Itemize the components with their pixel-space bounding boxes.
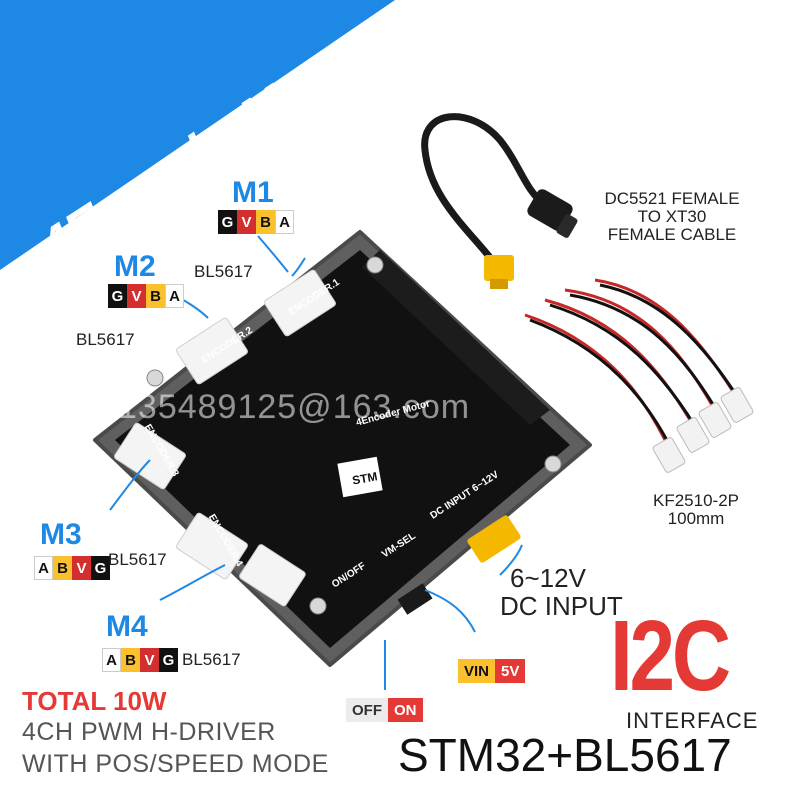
- wire-v: V: [140, 648, 159, 672]
- wire-v: V: [237, 210, 256, 234]
- stm32-chip: [337, 456, 383, 498]
- motor-m4-title: M4: [106, 610, 148, 643]
- mount-screws: [146, 256, 562, 615]
- power-switch-label: OFF ON: [346, 698, 423, 722]
- cable-caption-line3: FEMALE CABLE: [607, 225, 737, 244]
- on-option: ON: [388, 698, 423, 722]
- wire-a: A: [275, 210, 294, 234]
- connector-caption-line2: 100mm: [667, 509, 725, 528]
- wire-g: G: [218, 210, 237, 234]
- wire-b: B: [121, 648, 140, 672]
- connector-caption-line1: KF2510-2P: [653, 491, 739, 510]
- wire-a: A: [34, 556, 53, 580]
- vin-5v-switch-label: VIN 5V: [458, 659, 526, 683]
- dc-input-title: DC INPUT: [500, 591, 623, 621]
- summary-line-2: WITH POS/SPEED MODE: [22, 750, 329, 778]
- wire-g: G: [159, 648, 178, 672]
- connector-caption: KF2510-2P 100mm: [636, 492, 756, 528]
- motor-m2-chip: BL5617: [76, 330, 135, 349]
- encoder-connectors: [114, 269, 336, 607]
- motor-m3-title: M3: [40, 518, 82, 551]
- motor-m3-chip: BL5617: [108, 550, 167, 569]
- vin-switch: [397, 583, 433, 615]
- pin-header: [362, 250, 550, 425]
- wire-v: V: [127, 284, 146, 308]
- wire-b: B: [256, 210, 275, 234]
- 5v-option: 5V: [495, 659, 526, 683]
- wire-g: G: [108, 284, 127, 308]
- watermark: z135489125@163.com: [100, 388, 471, 426]
- xt30-socket: [467, 515, 521, 563]
- xt30-connector: [484, 255, 514, 289]
- dc-input-voltage: 6~12V: [510, 563, 586, 593]
- wire-b: B: [146, 284, 165, 308]
- motor-m4-chip: BL5617: [182, 650, 241, 669]
- motor-m1-chip: BL5617: [194, 262, 253, 281]
- interface-label: INTERFACE: [626, 708, 759, 733]
- cable-caption: DC5521 FEMALE TO XT30 FEMALE CABLE: [582, 190, 762, 244]
- motor-m2-title: M2: [114, 250, 156, 283]
- callout-arrows: [109, 235, 523, 690]
- wire-g: G: [91, 556, 110, 580]
- i2c-badge: I2C: [610, 600, 731, 712]
- chip-combo: STM32+BL5617: [398, 729, 732, 781]
- wire-a: A: [102, 648, 121, 672]
- wire-v: V: [72, 556, 91, 580]
- wire-b: B: [53, 556, 72, 580]
- dc-cable-wire: [421, 113, 548, 273]
- dc5521-connector: [527, 189, 578, 238]
- motor-m1-title: M1: [232, 176, 274, 209]
- total-power: TOTAL 10W: [22, 686, 167, 716]
- vin-option: VIN: [458, 659, 496, 683]
- cable-caption-line2: TO XT30: [637, 207, 707, 226]
- kf2510-cables: [524, 278, 739, 447]
- off-option: OFF: [346, 698, 388, 722]
- summary-line-1: 4CH PWM H-DRIVER: [22, 718, 276, 746]
- wire-a: A: [165, 284, 184, 308]
- kf2510-plugs: [652, 387, 754, 473]
- cable-caption-line1: DC5521 FEMALE: [604, 189, 740, 208]
